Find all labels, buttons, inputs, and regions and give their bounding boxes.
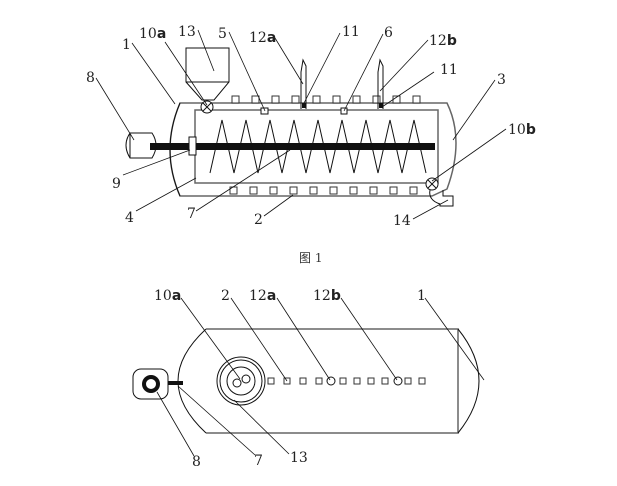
label-2: 2: [254, 212, 263, 228]
right-head-1: [457, 328, 480, 434]
label-2: 2: [221, 288, 230, 304]
leader-lines: [156, 297, 485, 457]
coupling-9: [188, 136, 197, 156]
shaft: [150, 143, 435, 150]
figure-2: 10a 2 12a 12b 1 8 7 13: [132, 288, 485, 470]
label-1: 1: [122, 37, 131, 53]
probe-12a: [300, 58, 307, 109]
figure-1-caption: 图 1: [299, 251, 322, 265]
probe-12b: [393, 376, 403, 386]
label-8: 8: [86, 70, 95, 86]
label-1: 1: [417, 288, 426, 304]
label-6: 6: [384, 25, 393, 41]
label-12a: 12a: [249, 288, 276, 304]
probe-12a: [326, 376, 336, 386]
label-11-top: 11: [342, 24, 360, 40]
hopper-13-ring: [219, 359, 263, 403]
label-8: 8: [192, 454, 201, 470]
screw-flight: [209, 119, 427, 174]
hopper-13: [185, 47, 230, 101]
shaft-7: [168, 381, 183, 385]
figure-1: 1 8 10a 13 5 12a 11 6 12b 11 3 10b 9 4 7…: [86, 24, 536, 265]
label-14: 14: [393, 213, 411, 229]
tank-body: [206, 328, 459, 434]
valve-10a-hole: [232, 378, 242, 388]
top-nozzles: [231, 95, 421, 104]
valve-10a-cross: [202, 102, 212, 112]
hopper-13-outer: [216, 356, 266, 406]
label-9: 9: [112, 176, 121, 192]
probe-12b: [377, 58, 384, 109]
sensor-5: [260, 107, 269, 115]
valve-10b-cross: [427, 179, 437, 189]
leader-lines: [95, 29, 507, 220]
motor-fan-hub: [146, 379, 156, 389]
label-12a: 12a: [249, 30, 276, 46]
outlet-14: [429, 189, 454, 207]
motor-8: [125, 132, 157, 159]
label-7: 7: [254, 453, 263, 469]
valve-10a-hole: [241, 374, 251, 384]
label-13: 13: [290, 450, 308, 466]
label-12b: 12b: [313, 288, 341, 304]
label-13: 13: [178, 24, 196, 40]
probe-base-11b: [379, 103, 383, 108]
label-12b: 12b: [429, 33, 457, 49]
label-10a: 10a: [154, 288, 181, 304]
label-7: 7: [187, 206, 196, 222]
label-11-right: 11: [440, 62, 458, 78]
probe-base-11a: [302, 103, 306, 108]
label-10a: 10a: [139, 26, 166, 42]
valve-10a-ring: [226, 366, 256, 396]
bottom-nozzles: [229, 186, 418, 195]
label-10b: 10b: [508, 122, 536, 138]
label-5: 5: [218, 26, 227, 42]
label-3: 3: [497, 72, 506, 88]
label-4: 4: [125, 210, 134, 226]
